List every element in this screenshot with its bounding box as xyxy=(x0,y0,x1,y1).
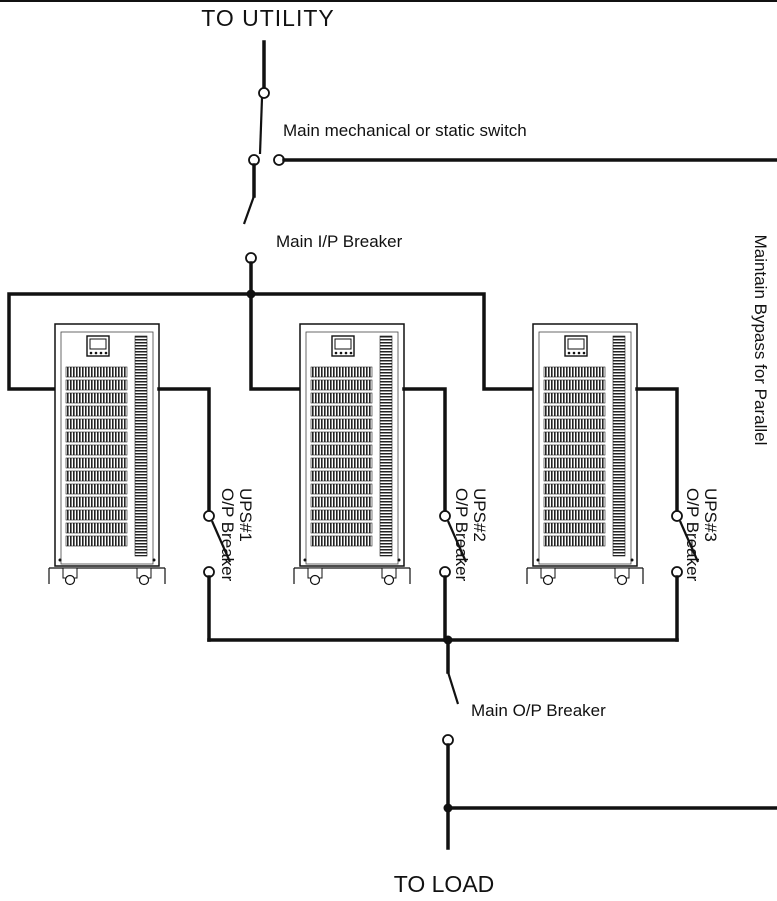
ups3-id-label: UPS#3 xyxy=(701,488,720,542)
ups1-breaker-label: O/P Breaker xyxy=(218,488,237,582)
ups2-label-group: UPS#2 O/P Breaker xyxy=(452,488,489,582)
ups3-breaker-blade xyxy=(678,520,700,563)
ups2-cabinet xyxy=(293,323,411,586)
ups3-breaker-label: O/P Breaker xyxy=(683,488,702,582)
ups3-input-line xyxy=(249,292,535,391)
to-load-label: TO LOAD xyxy=(394,871,495,897)
main-switch-blade xyxy=(258,97,264,155)
ups3-label-group: UPS#3 O/P Breaker xyxy=(683,488,720,582)
ups1-label-group: UPS#1 O/P Breaker xyxy=(218,488,255,582)
ups2-output-line xyxy=(402,387,447,514)
load-junction xyxy=(443,803,453,813)
ups1-output-line xyxy=(157,387,211,514)
ups1-breaker-upper-terminal xyxy=(203,510,215,522)
main-ip-breaker-blade xyxy=(242,195,256,225)
ups2-input-line xyxy=(249,292,302,391)
ups1-cabinet xyxy=(48,323,166,586)
ups2-breaker-label: O/P Breaker xyxy=(452,488,471,582)
bypass-label: Maintain Bypass for Parallel xyxy=(751,235,770,446)
to-utility-label: TO UTILITY xyxy=(201,5,335,31)
input-junction xyxy=(246,289,256,299)
ups3-output-line xyxy=(635,387,679,514)
main-op-breaker-blade xyxy=(446,671,460,705)
ups3-breaker-upper-terminal xyxy=(671,510,683,522)
ups3-cabinet xyxy=(526,323,644,586)
ups2-breaker-upper-terminal xyxy=(439,510,451,522)
main-op-breaker-label: Main O/P Breaker xyxy=(471,701,606,720)
main-ip-breaker-label: Main I/P Breaker xyxy=(276,232,403,251)
ups1-breaker-blade xyxy=(210,520,232,563)
ups1-id-label: UPS#1 xyxy=(236,488,255,542)
ups2-breaker-blade xyxy=(446,520,468,563)
main-switch-label: Main mechanical or static switch xyxy=(283,121,527,140)
ups1-input-line xyxy=(7,292,253,391)
main-switch-upper-terminal xyxy=(258,87,270,99)
ups2-id-label: UPS#2 xyxy=(470,488,489,542)
